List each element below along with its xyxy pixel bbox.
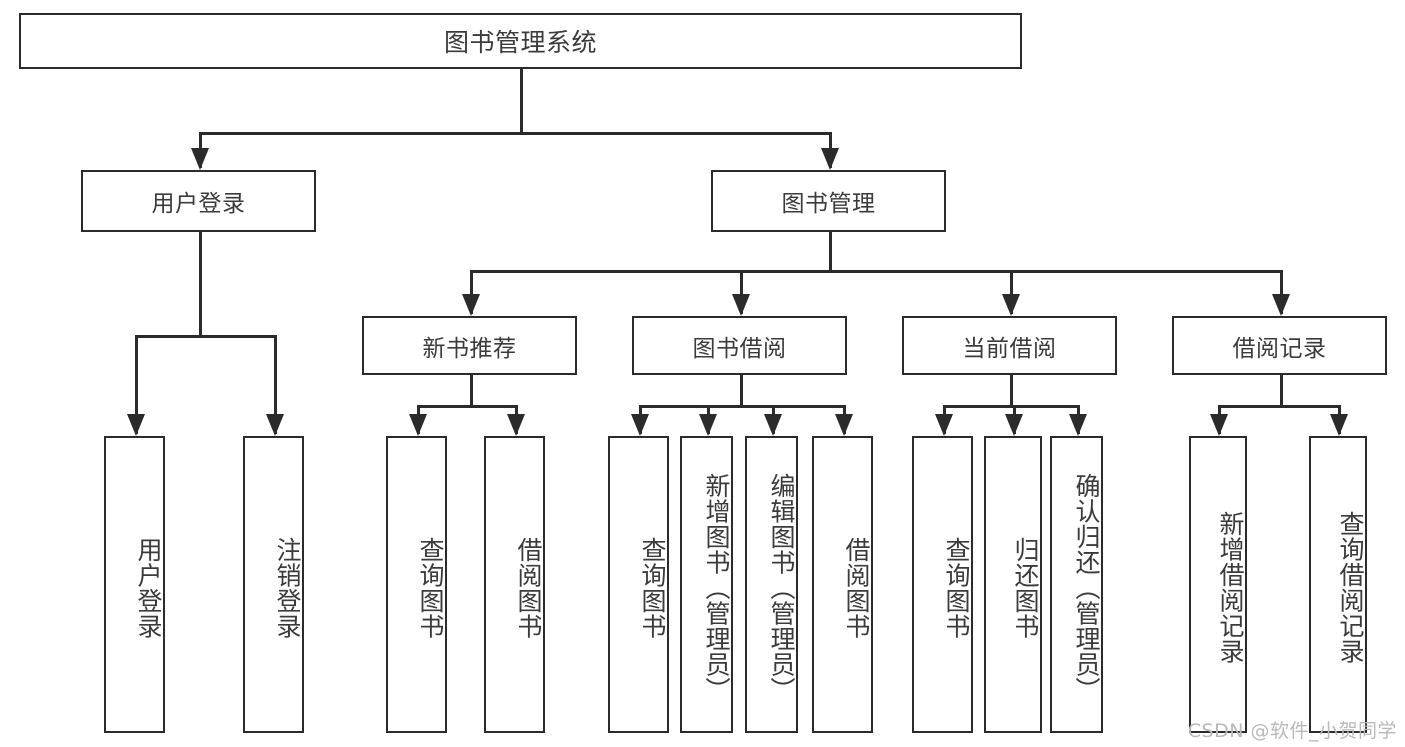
connector-horizontal (417, 405, 515, 408)
connector-horizontal (135, 335, 274, 338)
connector-vertical (520, 69, 523, 132)
arrowhead-icon (1002, 294, 1020, 316)
arrowhead-icon (1330, 414, 1348, 436)
connector-horizontal (199, 132, 829, 135)
connector-vertical (199, 232, 202, 335)
arrowhead-icon (699, 414, 717, 436)
arrowhead-icon (732, 294, 750, 316)
node-current-borrow[interactable]: 当前借阅 (902, 316, 1117, 375)
leaf-query-borrow-record[interactable]: 查询借阅记录 (1309, 436, 1367, 733)
node-book-management[interactable]: 图书管理 (711, 170, 946, 232)
arrowhead-icon (191, 148, 209, 170)
arrowhead-icon (821, 148, 839, 170)
leaf-add-borrow-record[interactable]: 新增借阅记录 (1189, 436, 1247, 733)
connector-vertical (135, 335, 138, 434)
connector-horizontal (470, 270, 1280, 273)
connector-horizontal (639, 405, 843, 408)
arrowhead-icon (127, 414, 145, 436)
leaf-borrow-book[interactable]: 借阅图书 (812, 436, 873, 733)
node-user-login[interactable]: 用户登录 (81, 170, 316, 232)
leaf-add-book-admin[interactable]: 新增图书（管理员） (680, 436, 733, 733)
connector-vertical (1280, 270, 1283, 314)
leaf-borrow-book-recommend[interactable]: 借阅图书 (484, 436, 545, 733)
arrowhead-icon (631, 414, 649, 436)
node-new-book-recommend[interactable]: 新书推荐 (362, 316, 577, 375)
node-borrow-record[interactable]: 借阅记录 (1172, 316, 1387, 375)
leaf-confirm-return-admin[interactable]: 确认归还（管理员） (1050, 436, 1103, 733)
arrowhead-icon (462, 294, 480, 316)
arrowhead-icon (507, 414, 525, 436)
arrowhead-icon (764, 414, 782, 436)
arrowhead-icon (409, 414, 427, 436)
connector-vertical (1280, 375, 1283, 405)
arrowhead-icon (935, 414, 953, 436)
leaf-return-book[interactable]: 归还图书 (984, 436, 1042, 733)
arrowhead-icon (266, 414, 284, 436)
node-book-borrow[interactable]: 图书借阅 (632, 316, 847, 375)
arrowhead-icon (1210, 414, 1228, 436)
leaf-query-book-current[interactable]: 查询图书 (912, 436, 973, 733)
node-root[interactable]: 图书管理系统 (19, 13, 1022, 69)
leaf-query-book-borrow[interactable]: 查询图书 (608, 436, 669, 733)
connector-vertical (274, 335, 277, 434)
arrowhead-icon (1272, 294, 1290, 316)
leaf-edit-book-admin[interactable]: 编辑图书（管理员） (745, 436, 798, 733)
arrowhead-icon (1005, 414, 1023, 436)
arrowhead-icon (1069, 414, 1087, 436)
connector-vertical (829, 232, 832, 270)
connector-horizontal (1218, 405, 1338, 408)
connector-horizontal (943, 405, 1077, 408)
connector-vertical (1010, 375, 1013, 405)
leaf-query-book-recommend[interactable]: 查询图书 (386, 436, 447, 733)
leaf-user-login[interactable]: 用户登录 (104, 436, 165, 733)
leaf-logout[interactable]: 注销登录 (243, 436, 304, 733)
connector-vertical (470, 375, 473, 405)
connector-vertical (470, 270, 473, 314)
arrowhead-icon (835, 414, 853, 436)
connector-vertical (740, 270, 743, 314)
connector-vertical (740, 375, 743, 405)
connector-vertical (1010, 270, 1013, 314)
